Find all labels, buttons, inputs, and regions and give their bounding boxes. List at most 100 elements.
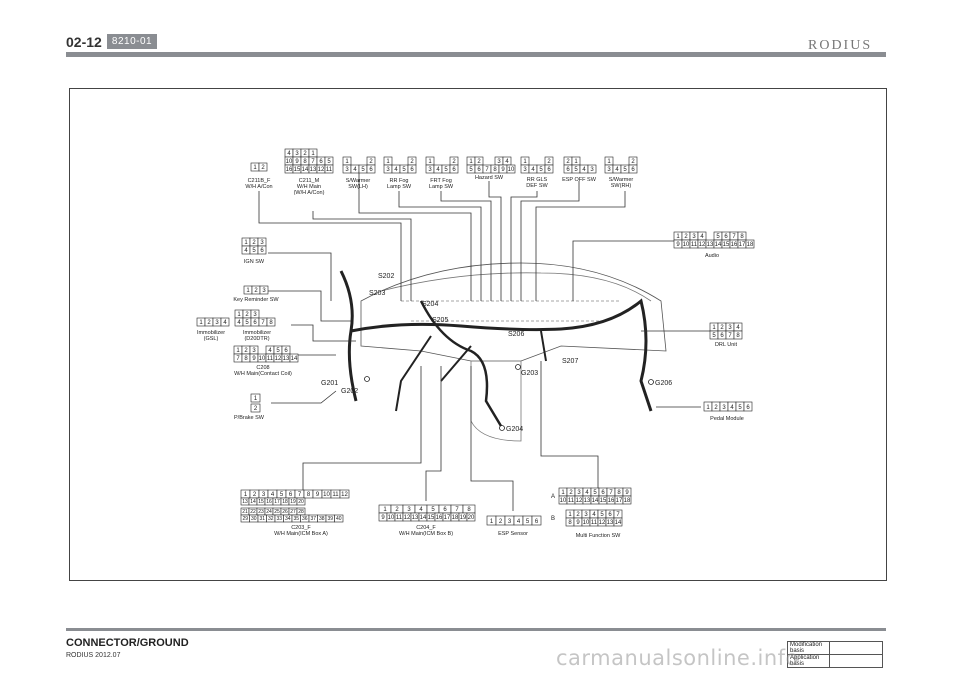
pin-number: 6 (452, 167, 456, 173)
pin-number: 3 (497, 159, 501, 165)
pin-cell (613, 517, 623, 527)
pin-cell (743, 401, 753, 412)
pin-number: 4 (237, 320, 241, 326)
pin-number: 6 (608, 512, 612, 518)
pin-number: 5 (276, 348, 280, 354)
pin-number: 5 (738, 405, 742, 411)
pin-number: 1 (523, 159, 527, 165)
pin-number: 32 (268, 516, 274, 522)
pin-cell (745, 239, 755, 249)
pin-number: 13 (607, 520, 614, 526)
ground-label: G206 (655, 380, 672, 387)
pin-number: 1 (244, 240, 248, 246)
pin-cell (250, 393, 261, 403)
ground-point (499, 425, 505, 431)
pin-number: 14 (302, 167, 309, 173)
pin-number: 2 (254, 288, 258, 294)
pin-number: 5 (593, 490, 597, 496)
rr_gls-pin-row: 1 (520, 156, 530, 166)
pin-cell (366, 164, 376, 174)
ground-point (364, 376, 370, 382)
pin-number: 1 (199, 320, 203, 326)
pin-number: 2 (684, 234, 688, 240)
pin-number: 36 (302, 516, 308, 522)
pin-number: 6 (631, 167, 635, 173)
pin-number: 1 (244, 492, 248, 498)
swarmer_lh-pin-row: 1 (342, 156, 352, 166)
pin-cell (266, 317, 276, 327)
pin-number: 16 (608, 498, 615, 504)
wiring-diagram: S202 S203 S204 S205 S206 S207 G201 G202 … (196, 148, 755, 539)
pin-number: 1 (345, 159, 349, 165)
pin-number: 13 (283, 356, 290, 362)
pin-number: 6 (289, 492, 293, 498)
pin-number: 10 (683, 242, 690, 248)
pin-number: 25 (274, 509, 280, 515)
pin-number: 8 (244, 356, 248, 362)
pin-number: 3 (386, 167, 390, 173)
pin-number: 3 (722, 405, 726, 411)
connector-name: C211B_F (248, 178, 271, 184)
pin-number: 1 (706, 405, 710, 411)
pin-number: 6 (319, 159, 323, 165)
pin-number: 4 (592, 512, 596, 518)
pin-number: 10 (323, 492, 330, 498)
pin-number: 8 (467, 507, 471, 513)
connector-desc: W/H A/Con (245, 184, 272, 190)
pin-number: 3 (607, 167, 611, 173)
pin-number: 2 (547, 159, 551, 165)
ground-point (648, 379, 654, 385)
connector-name: P/Brake SW (234, 415, 265, 421)
header-rule (66, 52, 886, 57)
connector-name: Immobilizer (197, 330, 225, 336)
pin-number: 24 (266, 509, 272, 515)
row-label: A (551, 494, 555, 500)
pin-number: 4 (517, 519, 521, 525)
rr_fog-pin-row: 2 (407, 156, 417, 166)
pin-number: 5 (712, 333, 716, 339)
pin-cell (257, 245, 267, 255)
pin-number: 3 (345, 167, 349, 173)
swarmer_lh-pin-row: 2 (366, 156, 376, 166)
pin-cell (324, 164, 334, 174)
pin-number: 6 (535, 519, 539, 525)
pin-number: 7 (609, 490, 613, 496)
pin-number: 1 (237, 312, 241, 318)
splice-label: S202 (378, 273, 394, 280)
pin-number: 13 (242, 499, 248, 505)
pin-number: 14 (715, 242, 722, 248)
connector-name: C211_M (299, 178, 320, 184)
pin-number: 23 (258, 509, 264, 515)
pin-number: 12 (599, 520, 606, 526)
pin-number: 35 (293, 516, 299, 522)
pin-number: 9 (316, 492, 320, 498)
connector-desc: Lamp SW (387, 184, 412, 190)
pin-number: 8 (307, 492, 311, 498)
pin-number: 9 (501, 167, 505, 173)
pin-number: 13 (310, 167, 317, 173)
pin-number: 1 (253, 165, 257, 171)
connector-desc: W/H Main(Contact Coil) (234, 371, 292, 377)
pin-number: 29 (242, 516, 248, 522)
connector-desc: DEF SW (526, 183, 548, 189)
swarmer_rh-pin-row: 2 (628, 156, 638, 166)
pin-number: 2 (369, 159, 373, 165)
pin-number: 1 (386, 159, 390, 165)
pin-number: 4 (615, 167, 619, 173)
connector-desc: Lamp SW (429, 184, 454, 190)
pin-number: 18 (282, 499, 288, 505)
